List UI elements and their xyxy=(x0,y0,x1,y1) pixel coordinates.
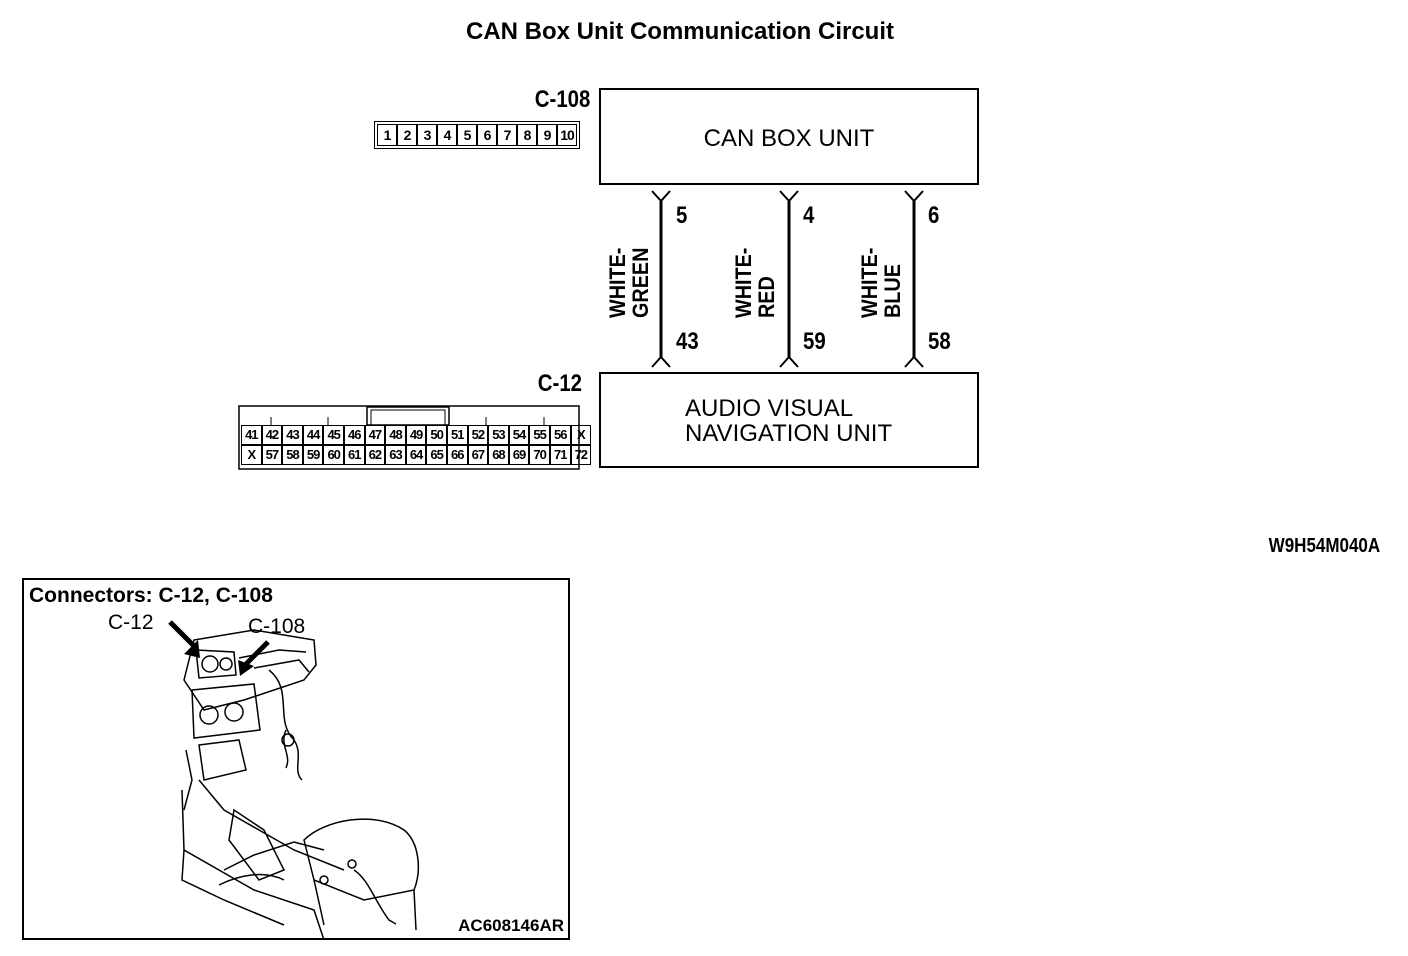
wire-2-bottom-pin: 59 xyxy=(803,328,826,355)
c12-pin: 66 xyxy=(446,445,468,465)
wire-3 xyxy=(904,190,924,368)
wire-2-top-pin: 4 xyxy=(803,202,815,229)
wire-1-color-line2: GREEN xyxy=(628,247,653,318)
c12-pin: 47 xyxy=(364,425,386,445)
c108-pin: 1 xyxy=(377,124,397,146)
c12-pin: 69 xyxy=(508,445,530,465)
c12-pin: 52 xyxy=(467,425,489,445)
illustration-label-c12: C-12 xyxy=(108,611,154,634)
c12-pin: 60 xyxy=(323,445,344,465)
c12-pin: 45 xyxy=(323,425,344,445)
av-navigation-unit-box: AUDIO VISUAL NAVIGATION UNIT xyxy=(599,372,979,468)
c12-pin: 53 xyxy=(488,425,509,445)
wire-3-color-label: WHITE- BLUE xyxy=(857,247,905,318)
c12-pin: 72 xyxy=(570,445,592,465)
c108-pin: 10 xyxy=(557,124,577,146)
c12-pin: 49 xyxy=(405,425,427,445)
wire-3-top-pin: 6 xyxy=(928,202,940,229)
c12-pin: 54 xyxy=(508,425,530,445)
c12-pin: 64 xyxy=(405,445,427,465)
c12-pin: 58 xyxy=(282,445,303,465)
c12-pin: 42 xyxy=(261,425,283,445)
wire-1-top-pin: 5 xyxy=(676,202,688,229)
c12-pin: 46 xyxy=(343,425,365,445)
c12-pin: 43 xyxy=(282,425,303,445)
wire-3-color-line2: BLUE xyxy=(880,264,905,318)
av-navigation-unit-label-2: NAVIGATION UNIT xyxy=(685,420,893,447)
c12-pin: 59 xyxy=(302,445,324,465)
wire-1-color-label: WHITE- GREEN xyxy=(605,247,653,318)
c12-pin: 55 xyxy=(529,425,550,445)
c108-pin: 8 xyxy=(517,124,537,146)
c12-pin: 44 xyxy=(302,425,324,445)
c108-pin: 6 xyxy=(477,124,497,146)
wire-1-bottom-pin: 43 xyxy=(676,328,699,355)
c108-pin: 5 xyxy=(457,124,477,146)
wire-2-color-line1: WHITE- xyxy=(731,247,756,318)
wire-harness xyxy=(651,190,924,368)
c108-pin: 3 xyxy=(417,124,437,146)
c12-pin: 56 xyxy=(549,425,571,445)
c12-pin: 62 xyxy=(364,445,386,465)
wire-2-color-line2: RED xyxy=(754,276,779,318)
c12-pin: 67 xyxy=(467,445,489,465)
connector-c12-label: C-12 xyxy=(537,370,582,397)
diagram-title: CAN Box Unit Communication Circuit xyxy=(465,18,894,45)
c108-pin: 4 xyxy=(437,124,457,146)
c12-pin: 51 xyxy=(446,425,468,445)
can-box-unit-box: CAN BOX UNIT xyxy=(599,88,979,185)
c12-pin: 48 xyxy=(385,425,406,445)
illustration-title: Connectors: C-12, C-108 xyxy=(29,584,273,607)
c108-pin: 9 xyxy=(537,124,557,146)
c12-pin: 41 xyxy=(241,425,262,445)
c12-pin: X xyxy=(570,425,592,445)
wire-1-color-line1: WHITE- xyxy=(605,247,630,318)
c12-pin: 57 xyxy=(261,445,283,465)
illustration-code: AC608146AR xyxy=(458,916,564,935)
illustration-label-c108: C-108 xyxy=(248,615,306,638)
c12-pin: 68 xyxy=(488,445,509,465)
wire-2 xyxy=(779,190,799,368)
c12-pin: 71 xyxy=(549,445,571,465)
dashboard-console-drawing xyxy=(168,620,420,938)
c12-pin: X xyxy=(241,445,262,465)
c12-pin: 63 xyxy=(385,445,406,465)
wire-3-color-line1: WHITE- xyxy=(857,247,882,318)
wire-2-color-label: WHITE- RED xyxy=(731,247,779,318)
c108-pin: 7 xyxy=(497,124,517,146)
connector-c108-label: C-108 xyxy=(534,86,590,113)
c12-pin: 50 xyxy=(426,425,447,445)
wire-3-bottom-pin: 58 xyxy=(928,328,951,355)
wire-1 xyxy=(651,190,671,368)
diagram-code: W9H54M040A xyxy=(1268,535,1380,557)
c108-pin: 2 xyxy=(397,124,417,146)
c12-pin: 65 xyxy=(426,445,447,465)
connector-location-illustration: Connectors: C-12, C-108 C-12 C-108 xyxy=(22,578,570,940)
c12-pin: 61 xyxy=(343,445,365,465)
av-navigation-unit-label-1: AUDIO VISUAL xyxy=(685,395,854,422)
c12-pin: 70 xyxy=(529,445,550,465)
can-box-unit-label: CAN BOX UNIT xyxy=(703,125,875,152)
